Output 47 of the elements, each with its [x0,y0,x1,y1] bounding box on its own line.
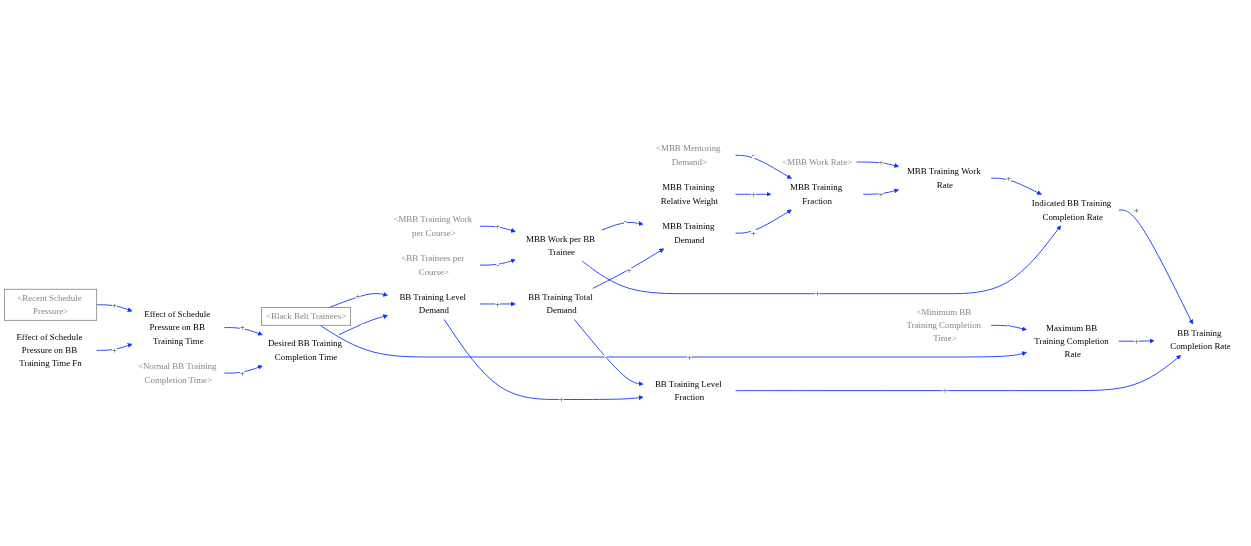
edge-label: - [361,318,365,328]
edge-label: + [942,385,948,396]
edge-label: + [750,189,756,199]
node-text: MBB Training Work Rate [906,166,981,190]
edge-label: + [495,221,501,231]
node-box: <Recent Schedule Pressure> [4,288,98,321]
node-text: BB Training Level Fraction [654,378,722,402]
node-text: <Minimum BB Training Completion Time> [906,307,982,344]
node-text: Indicated BB Training Completion Rate [1031,198,1112,222]
edge-label: + [355,291,361,301]
node-text: MBB Work per BB Trainee [526,233,595,257]
edge-label: + [878,189,884,199]
edge-label: + [750,228,756,238]
edge-label: + [686,352,692,362]
edge-label: + [111,345,117,355]
edge-label: - [624,215,627,226]
node-text: BB Training Level Demand [399,292,467,316]
node-text: Effect of Schedule Pressure on BB Training Time Fn [16,332,83,369]
node-text: <MBB Training Work per Course> [393,214,473,238]
node-text: MBB Training Relative Weight [660,182,718,206]
node-text: <MBB Mentoring Demand> [656,143,721,167]
node-text: Desired BB Training Completion Time [267,338,342,362]
node-text: MBB Training Demand [662,221,715,245]
edge-label: + [1006,173,1012,183]
edge-label: + [559,394,565,404]
edge-label: + [626,264,632,275]
node-text: MBB Training Fraction [789,182,843,206]
node-text: BB Training Total Demand [528,292,593,316]
edge-label: - [604,352,608,362]
edge-label: - [751,150,755,160]
edge-label: + [111,299,117,310]
edge-label: - [496,260,500,270]
edge-label: + [495,298,501,309]
node-text: Maximum BB Training Completion Rate [1034,322,1109,359]
node-text: <Normal BB Training Completion Time> [137,361,217,385]
edge-label: + [878,157,884,167]
edge-label: + [239,368,245,378]
node-text: <BB Trainees per Course> [401,253,465,277]
node-text: Effect of Schedule Pressure on BB Training Time [144,309,211,346]
edge-label: + [814,288,820,299]
node-box: <Black Belt Trainees> [261,307,351,326]
edge-label: + [1134,205,1140,215]
edge-label: + [1134,336,1140,346]
node-text: <MBB Work Rate> [782,157,853,167]
edge-label: - [1007,320,1011,330]
node-text: BB Training Completion Rate [1170,328,1231,351]
edge-label: + [239,322,245,333]
